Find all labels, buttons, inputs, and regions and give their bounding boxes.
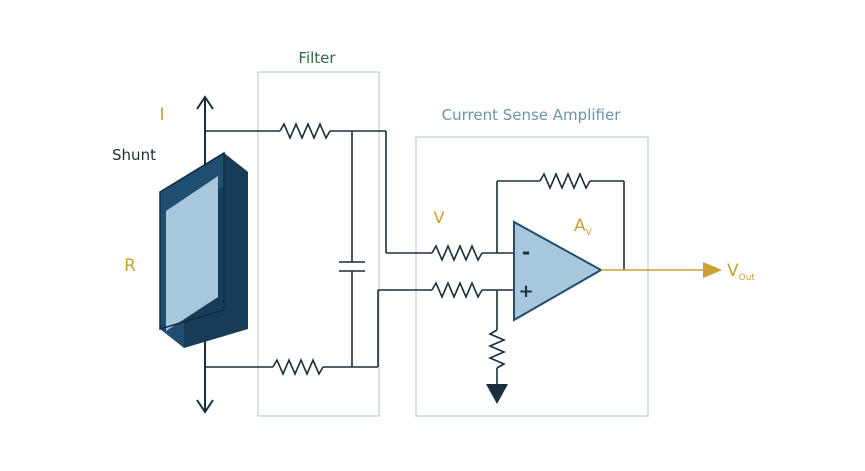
amplifier-box [415,136,649,417]
resistance-label: R [124,256,136,276]
inverting-input-wire [386,243,514,263]
minus-sign: - [522,240,530,264]
top-wire [205,121,387,253]
vout-main: V [727,261,739,281]
output-arrow-icon [703,262,722,278]
amplifier-label: Current Sense Amplifier [442,106,622,124]
vout-sub: Out [739,273,756,283]
gain-sub: V [586,228,593,238]
op-amp [513,220,604,322]
shunt-label: Shunt [112,146,156,164]
noninverting-input-wire [378,280,514,300]
gain-label: AV [574,216,593,238]
shunt-resistor [159,151,248,348]
ground-icon [486,384,508,404]
filter-label: Filter [298,49,336,67]
vout-label: VOut [727,261,755,283]
filter-box [257,71,380,417]
bottom-wire [205,290,379,377]
filter-capacitor [339,131,365,367]
ground-resistor [487,290,507,384]
feedback-resistor [496,171,625,270]
gain-main: A [574,216,586,236]
plus-sign: + [518,281,533,302]
current-label: I [159,105,164,125]
voltage-label: V [434,208,445,227]
